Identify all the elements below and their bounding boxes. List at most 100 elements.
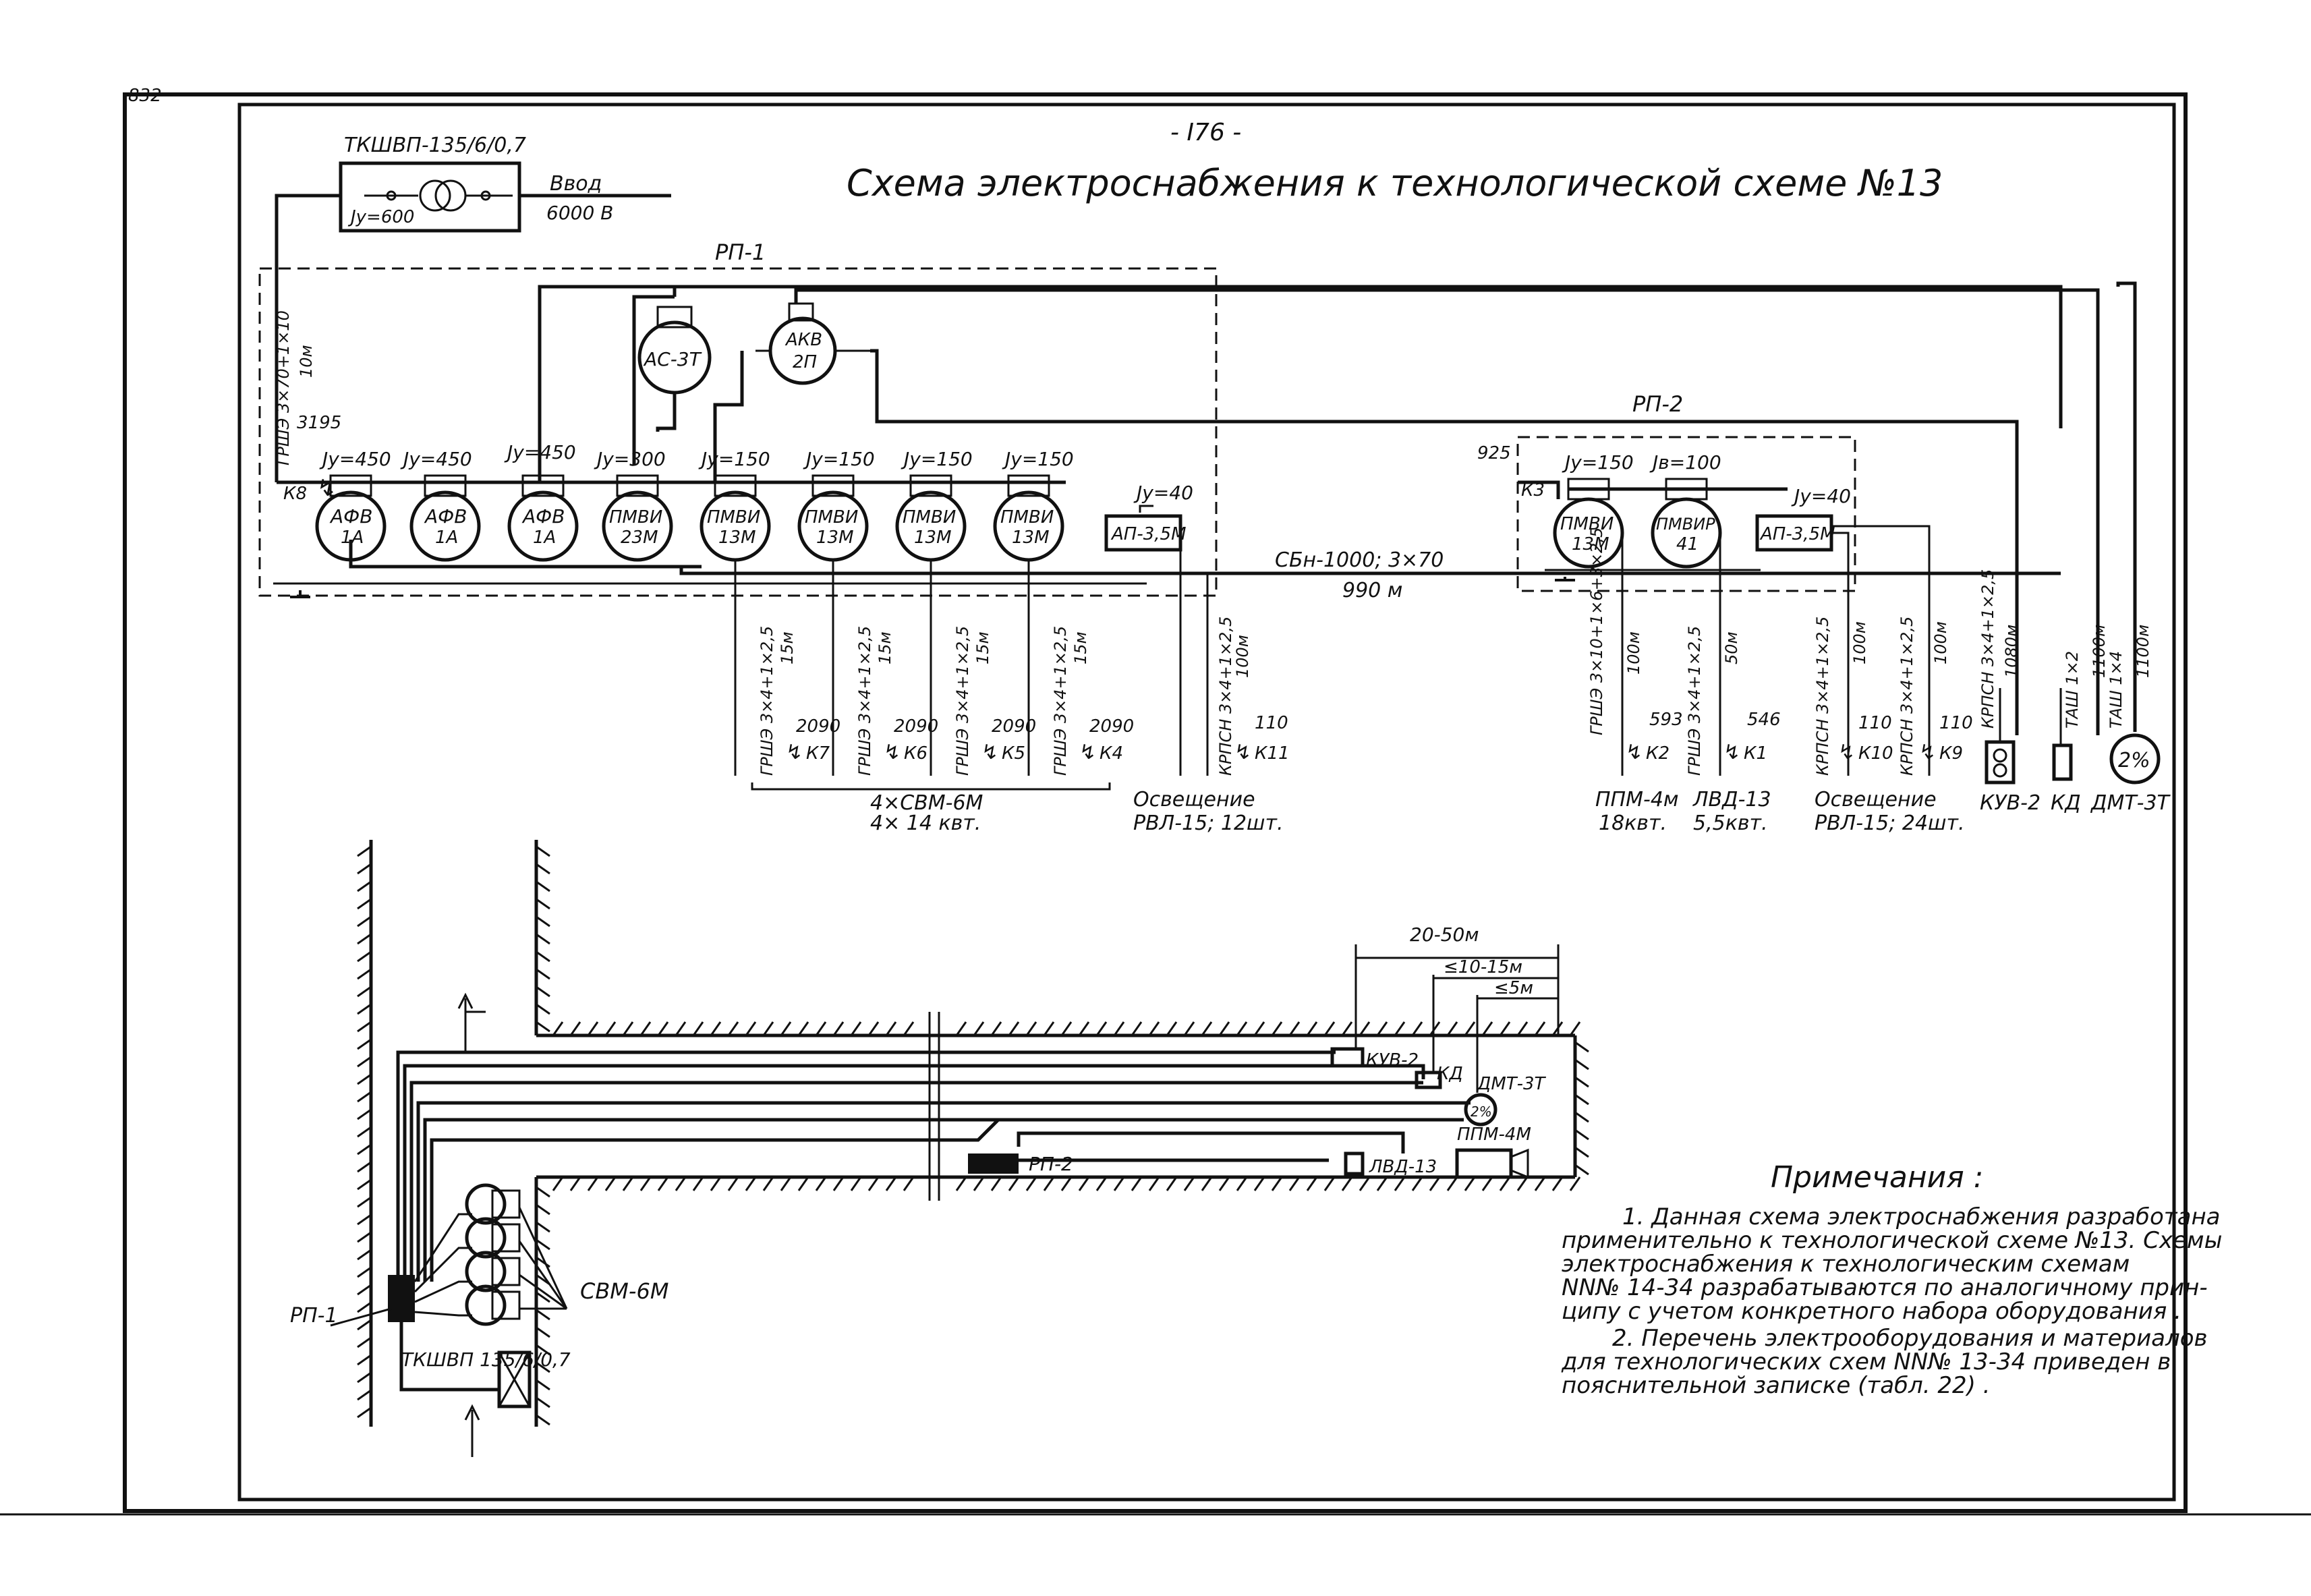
branch-cable: ГРШЭ 3×4+1×2,5 [758, 626, 776, 776]
starter-setting: Jу=300 [594, 448, 666, 470]
fan-icon [465, 1217, 507, 1259]
hatch-mark [1341, 1176, 1353, 1191]
hatch-mark [1043, 1176, 1055, 1191]
light1-line1: Освещение [1133, 788, 1255, 811]
hatch-mark [1183, 1021, 1195, 1036]
hatch-mark [1574, 1058, 1589, 1071]
hatch-mark [357, 1091, 372, 1103]
branch-length: 15м [1071, 631, 1090, 664]
starter-setting: Jу=450 [319, 448, 391, 470]
hatch-mark [1323, 1021, 1336, 1036]
branch-sc: 110 [1858, 713, 1892, 733]
branch-length: 100м [1624, 631, 1643, 675]
hatch-mark [762, 1176, 774, 1191]
starter-name: ПМВИ [903, 507, 956, 528]
rp2-sc-current: 925 [1477, 443, 1511, 463]
branch-drops-rp2 [1621, 525, 1931, 776]
branch-k: К6 [904, 743, 928, 764]
branch-drops-rp1 [734, 550, 1209, 776]
starter-sub: 1А [341, 528, 364, 548]
hatch-mark [357, 1214, 372, 1226]
kd-box [2052, 743, 2073, 781]
starter-pmvi-13m-3: Jу=150 ПМВИ 13М [895, 448, 973, 562]
branch-sc: 110 [1939, 713, 1973, 733]
branch-sc: 2090 [992, 716, 1036, 737]
hatch-mark [1113, 1021, 1125, 1036]
rp1-feeder-cable: ГРШЭ 3×70+1×10 [274, 310, 293, 465]
plan-ppm-icon [1510, 1148, 1529, 1179]
starter-setting: Jу=40 [1133, 482, 1193, 504]
branch-sc: 2090 [894, 716, 938, 737]
hatch-mark [1499, 1176, 1511, 1191]
branch-cable: ГРШЭ 3×10+1×6+3×2,5 [1587, 528, 1606, 735]
hatch-mark [815, 1021, 827, 1036]
branch-length: 1100м [2134, 625, 2152, 678]
plan-cable-4 [430, 1118, 1005, 1282]
plan-dmt-circle [1464, 1093, 1497, 1127]
plan-ppm-label: ППМ-4М [1457, 1124, 1531, 1145]
starter-setting: Jв=100 [1649, 451, 1721, 474]
starter-setting: Jу=450 [400, 448, 472, 470]
notes-line: ципу с учетом конкретного набора оборудо… [1562, 1298, 2181, 1325]
plan-pct: 2% [1471, 1104, 1492, 1120]
hatch-mark [745, 1021, 757, 1036]
hatch-mark [903, 1021, 915, 1036]
as3t-label: АС-3Т [643, 348, 702, 370]
hatch-mark [1060, 1021, 1073, 1036]
input-voltage: 6000 В [546, 202, 613, 224]
hatch-mark [357, 880, 372, 892]
hatch-mark [990, 1021, 1002, 1036]
transformer-block: ТКШВП-135/6/0,7 Jу=600 Ввод 6000 В [275, 134, 671, 482]
page-number: - I76 - [1170, 119, 1241, 146]
fan-icon [465, 1284, 507, 1326]
lvd-line2: 5,5квт. [1693, 811, 1768, 835]
hatch-mark [357, 933, 372, 945]
branch-length: 15м [876, 631, 894, 664]
notes-heading: Примечания : [1771, 1160, 1983, 1195]
sc-bolt-icon: ↯ [1079, 741, 1096, 764]
starter-sub: 41 [1676, 534, 1699, 554]
starter-name: АФВ [424, 505, 467, 528]
fans-line1: 4×СВМ-6М [870, 791, 983, 815]
control-line-1 [538, 285, 2063, 482]
hatch-mark [815, 1176, 827, 1191]
hatch-mark [973, 1176, 985, 1191]
starter-setting: Jу=150 [803, 448, 875, 470]
kd-label: КД [2051, 791, 2081, 815]
hatch-mark [357, 1249, 372, 1261]
sheet-number: 832 [128, 86, 162, 106]
hatch-mark [1376, 1021, 1388, 1036]
hatch-mark [1095, 1176, 1108, 1191]
hatch-mark [885, 1176, 897, 1191]
control-line-2 [794, 288, 2100, 735]
hatch-mark [1574, 1164, 1589, 1176]
sc-bolt-icon: ↯ [1919, 741, 1936, 764]
hatch-mark [850, 1176, 862, 1191]
akv-circle [768, 316, 837, 385]
hatch-mark [675, 1021, 687, 1036]
hatch-mark [357, 863, 372, 875]
hatch-mark [797, 1021, 809, 1036]
branch-sc: 2090 [796, 716, 840, 737]
hatch-mark [357, 1143, 372, 1156]
hatch-mark [622, 1021, 634, 1036]
plan-rp2-box [968, 1153, 1019, 1174]
hatch-mark [536, 1361, 550, 1373]
hatch-mark [536, 915, 550, 928]
akv-sub: 2П [793, 352, 817, 372]
as3t-device: АС-3Т [637, 306, 712, 395]
hatch-mark [727, 1021, 739, 1036]
hatch-mark [1166, 1176, 1178, 1191]
hatch-mark [1236, 1021, 1248, 1036]
plan-rp2-label: РП-2 [1029, 1153, 1073, 1175]
hatch-mark [536, 968, 550, 980]
hatch-mark [867, 1021, 880, 1036]
starter-name: ПМВИР [1656, 515, 1715, 534]
hatch-mark [745, 1176, 757, 1191]
hatch-mark [1271, 1021, 1283, 1036]
light1-line2: РВЛ-15; 12шт. [1133, 811, 1284, 835]
hatch-mark [357, 1161, 372, 1173]
hatch-mark [357, 1038, 372, 1050]
hatch-mark [1574, 1111, 1589, 1123]
plan-kuv-label: КУВ-2 [1366, 1050, 1419, 1071]
